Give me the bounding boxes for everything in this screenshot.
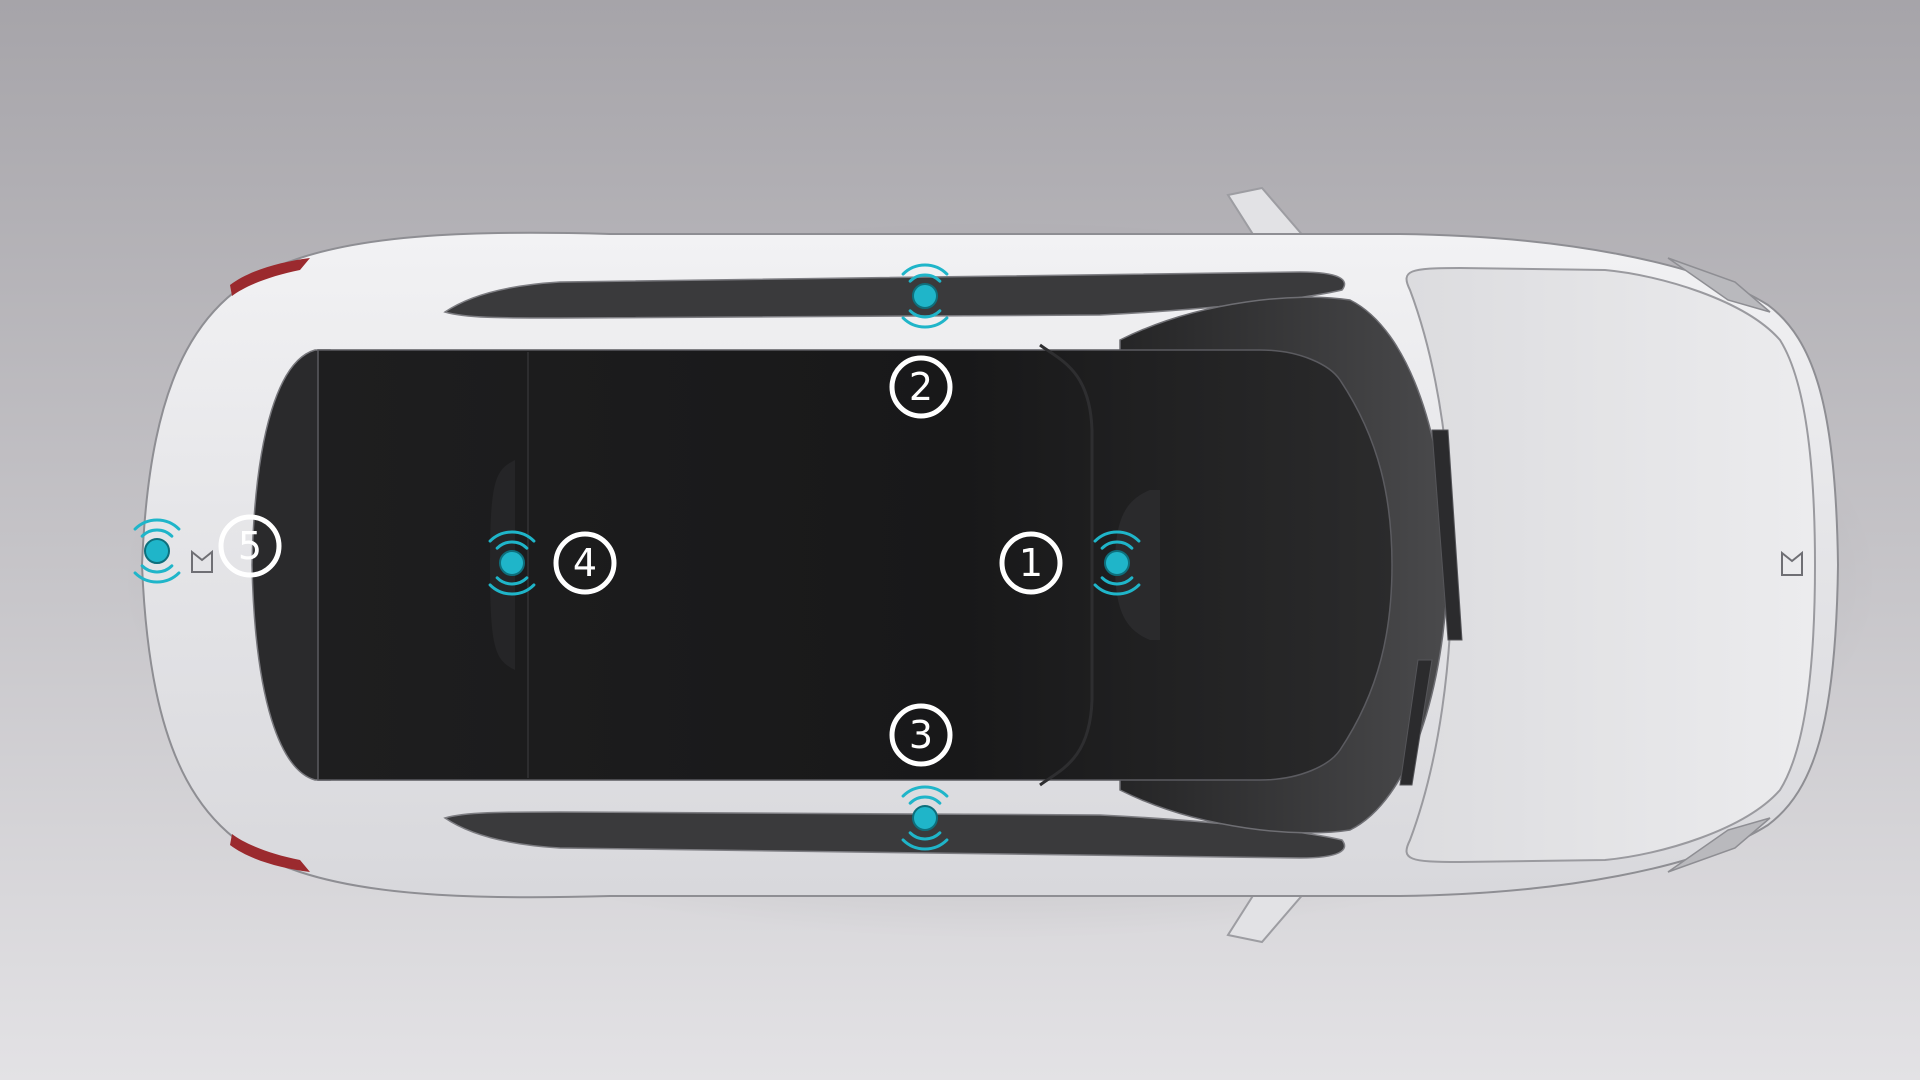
signal-wave — [908, 309, 942, 319]
label-number: 4 — [573, 541, 597, 585]
front-console — [1115, 490, 1160, 640]
signal-wave — [133, 518, 181, 531]
signal-wave — [488, 530, 536, 543]
sensor-5-wireless-signal-icon — [133, 518, 181, 584]
sensor-1-wireless-signal-icon — [1093, 530, 1141, 596]
signal-wave — [133, 571, 181, 584]
sensors — [133, 263, 1141, 851]
sensor-dot — [1104, 550, 1130, 576]
sensor-dot — [912, 805, 938, 831]
side-window-top — [443, 271, 1346, 319]
signal-wave — [1093, 530, 1141, 543]
sensor-label-1: 1 — [999, 531, 1063, 595]
signal-wave — [140, 564, 174, 574]
label-number: 5 — [238, 524, 262, 568]
signal-wave — [488, 583, 536, 596]
hood — [1405, 266, 1817, 864]
signal-wave — [1100, 576, 1134, 586]
label-number: 1 — [1019, 541, 1043, 585]
wiper-bottom — [1399, 659, 1433, 786]
tail-light-bottom — [230, 834, 310, 872]
signal-wave — [901, 838, 949, 851]
wiper-top — [1431, 429, 1463, 641]
signal-wave — [908, 273, 942, 283]
sensor-labels: 1 2 3 4 5 — [218, 355, 1063, 767]
signal-wave — [1100, 540, 1134, 550]
sensor-3-wireless-signal-icon — [901, 785, 949, 851]
front-badge-icon — [1781, 550, 1803, 576]
signal-wave — [1093, 583, 1141, 596]
signal-wave — [495, 576, 529, 586]
sensor-dot — [499, 550, 525, 576]
label-ring — [553, 531, 617, 595]
sensor-label-4: 4 — [553, 531, 617, 595]
signal-wave — [140, 528, 174, 538]
headlight-top — [1667, 257, 1771, 313]
sensor-2-wireless-signal-icon — [901, 263, 949, 329]
sensor-dot — [912, 283, 938, 309]
sensor-label-2: 2 — [889, 355, 953, 419]
signal-wave — [908, 795, 942, 805]
signal-wave — [901, 785, 949, 798]
signal-wave — [901, 263, 949, 276]
tail-light-top — [230, 258, 310, 296]
signal-wave — [495, 540, 529, 550]
label-number: 3 — [909, 713, 933, 757]
roof-front-section — [1039, 343, 1094, 787]
sensor-dot — [144, 538, 170, 564]
signal-wave — [908, 831, 942, 841]
side-window-bottom — [443, 811, 1346, 859]
label-number: 2 — [909, 365, 933, 409]
panoramic-roof — [317, 349, 1393, 781]
label-ring — [999, 531, 1063, 595]
rear-window — [251, 349, 331, 781]
label-ring — [218, 514, 282, 578]
sensor-label-3: 3 — [889, 703, 953, 767]
label-ring — [889, 355, 953, 419]
sensor-4-wireless-signal-icon — [488, 530, 536, 596]
car — [140, 186, 1840, 944]
label-ring — [889, 703, 953, 767]
headlight-bottom — [1667, 817, 1771, 873]
sensor-label-5: 5 — [218, 514, 282, 578]
signal-wave — [901, 316, 949, 329]
rear-badge-icon — [191, 549, 213, 573]
